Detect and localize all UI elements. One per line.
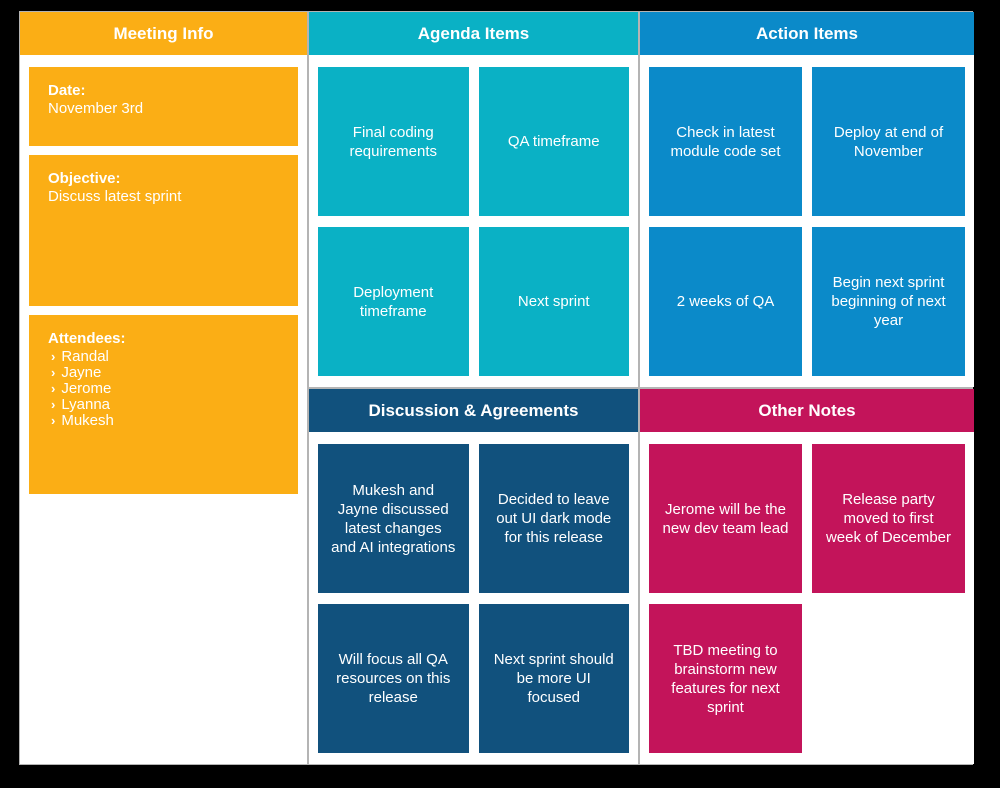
section-agenda-items: Agenda Items Final coding requirements Q…: [309, 12, 638, 387]
attendee-name: Jerome: [61, 380, 112, 397]
agenda-items-header: Agenda Items: [309, 12, 638, 55]
meeting-notes-board: Meeting Info Date: November 3rd Objectiv…: [19, 11, 974, 765]
agenda-card[interactable]: Deployment timeframe: [318, 227, 469, 376]
attendees-list: › Randal › Jayne › Jerome › Lyanna › Mukesh: [48, 349, 279, 429]
agenda-card[interactable]: QA timeframe: [478, 67, 629, 216]
list-item: › Jayne: [51, 365, 279, 381]
note-card[interactable]: Release party moved to first week of Dec…: [812, 444, 965, 593]
date-label: Date:: [48, 82, 86, 99]
note-card[interactable]: Jerome will be the new dev team lead: [649, 444, 802, 593]
date-card[interactable]: Date: November 3rd: [29, 67, 298, 146]
meeting-info-header: Meeting Info: [20, 12, 307, 55]
discussion-card-grid: Mukesh and Jayne discussed latest change…: [318, 444, 629, 753]
section-other-notes: Other Notes Jerome will be the new dev t…: [640, 389, 974, 764]
meeting-info-card-stack: Date: November 3rd Objective: Discuss la…: [20, 55, 307, 494]
discussion-agreements-header: Discussion & Agreements: [309, 389, 638, 432]
objective-card[interactable]: Objective: Discuss latest sprint: [29, 155, 298, 306]
agenda-card[interactable]: Next sprint: [478, 227, 629, 376]
attendee-name: Jayne: [61, 364, 102, 381]
chevron-bullet-icon: ›: [51, 349, 56, 364]
discussion-card[interactable]: Next sprint should be more UI focused: [478, 604, 629, 753]
agenda-card[interactable]: Final coding requirements: [318, 67, 469, 216]
list-item: › Jerome: [51, 381, 279, 397]
action-card[interactable]: Check in latest module code set: [649, 67, 802, 216]
objective-label: Objective:: [48, 170, 121, 187]
section-discussion-agreements: Discussion & Agreements Mukesh and Jayne…: [309, 389, 638, 764]
action-card[interactable]: 2 weeks of QA: [649, 227, 802, 376]
section-action-items: Action Items Check in latest module code…: [640, 12, 974, 387]
discussion-card[interactable]: Will focus all QA resources on this rele…: [318, 604, 469, 753]
middle-column: Agenda Items Final coding requirements Q…: [309, 12, 638, 764]
attendees-card[interactable]: Attendees: › Randal › Jayne › Jerome › Lyann…: [29, 315, 298, 494]
chevron-bullet-icon: ›: [51, 381, 56, 396]
action-card[interactable]: Deploy at end of November: [812, 67, 965, 216]
section-meeting-info: Meeting Info Date: November 3rd Objectiv…: [20, 12, 307, 764]
agenda-card-grid: Final coding requirements QA timeframe D…: [318, 67, 629, 376]
date-value: November 3rd: [48, 100, 144, 117]
action-card[interactable]: Begin next sprint beginning of next year: [812, 227, 965, 376]
discussion-card[interactable]: Decided to leave out UI dark mode for th…: [478, 444, 629, 593]
action-card-grid: Check in latest module code set Deploy a…: [649, 67, 965, 376]
list-item: › Mukesh: [51, 413, 279, 429]
note-card[interactable]: TBD meeting to brainstorm new features f…: [649, 604, 802, 753]
attendee-name: Lyanna: [61, 396, 110, 413]
right-column: Action Items Check in latest module code…: [640, 12, 974, 764]
chevron-bullet-icon: ›: [51, 413, 56, 428]
chevron-bullet-icon: ›: [51, 397, 56, 412]
discussion-card[interactable]: Mukesh and Jayne discussed latest change…: [318, 444, 469, 593]
list-item: › Lyanna: [51, 397, 279, 413]
attendees-label: Attendees:: [48, 330, 126, 347]
objective-value: Discuss latest sprint: [48, 188, 182, 205]
attendee-name: Randal: [61, 348, 109, 365]
chevron-bullet-icon: ›: [51, 365, 56, 380]
other-notes-card-grid: Jerome will be the new dev team lead Rel…: [649, 444, 965, 753]
other-notes-header: Other Notes: [640, 389, 974, 432]
attendee-name: Mukesh: [61, 412, 114, 429]
action-items-header: Action Items: [640, 12, 974, 55]
list-item: › Randal: [51, 349, 279, 365]
